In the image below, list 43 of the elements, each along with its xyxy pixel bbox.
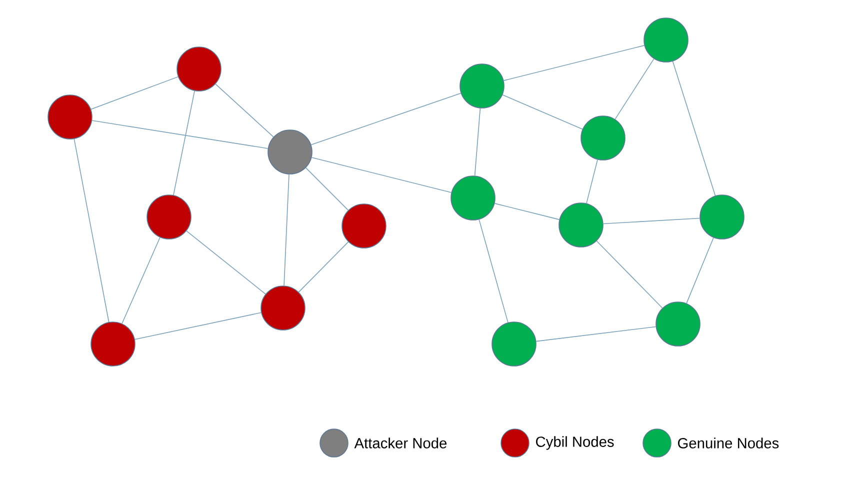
- connector-line: [305, 167, 349, 211]
- connector-line: [310, 92, 462, 146]
- network-node: [492, 322, 536, 366]
- connector-line: [596, 240, 663, 308]
- connector-line: [298, 242, 349, 292]
- network-node: [146, 194, 192, 240]
- connector-line: [494, 203, 560, 220]
- network-node: [558, 202, 604, 248]
- connector-line: [92, 120, 268, 149]
- network-node: [176, 46, 222, 92]
- legend-label: Attacker Node: [354, 438, 447, 448]
- connector-line: [503, 45, 645, 81]
- connector-line: [614, 58, 654, 120]
- legend-label: Cybil Nodes: [536, 436, 614, 450]
- connector-line: [74, 138, 110, 322]
- connector-line: [186, 230, 266, 294]
- network-node: [342, 204, 386, 248]
- network-node: [48, 94, 92, 140]
- network-node: [450, 176, 496, 220]
- connector-line: [311, 157, 452, 193]
- connector-line: [536, 326, 656, 342]
- connector-line: [586, 159, 598, 204]
- legend-label: Genuine Nodes: [678, 438, 779, 448]
- network-node: [460, 64, 504, 108]
- connector-line: [134, 312, 262, 340]
- network-node: [90, 322, 136, 366]
- network-node: [700, 194, 744, 240]
- connector-line: [686, 237, 714, 304]
- connector-line: [474, 108, 481, 176]
- network-node: [644, 18, 688, 62]
- network-node: [656, 302, 700, 346]
- connector-line: [672, 60, 716, 196]
- connector-line: [284, 174, 290, 286]
- network-node: [268, 130, 312, 174]
- connector-line: [90, 76, 178, 110]
- connector-line: [502, 94, 583, 130]
- network-node: [260, 286, 306, 330]
- connector-line: [478, 219, 508, 323]
- network-node: [580, 116, 626, 160]
- connector-line: [122, 237, 160, 324]
- connector-line: [602, 218, 700, 224]
- connector-line: [173, 90, 195, 196]
- connector-line: [215, 84, 274, 138]
